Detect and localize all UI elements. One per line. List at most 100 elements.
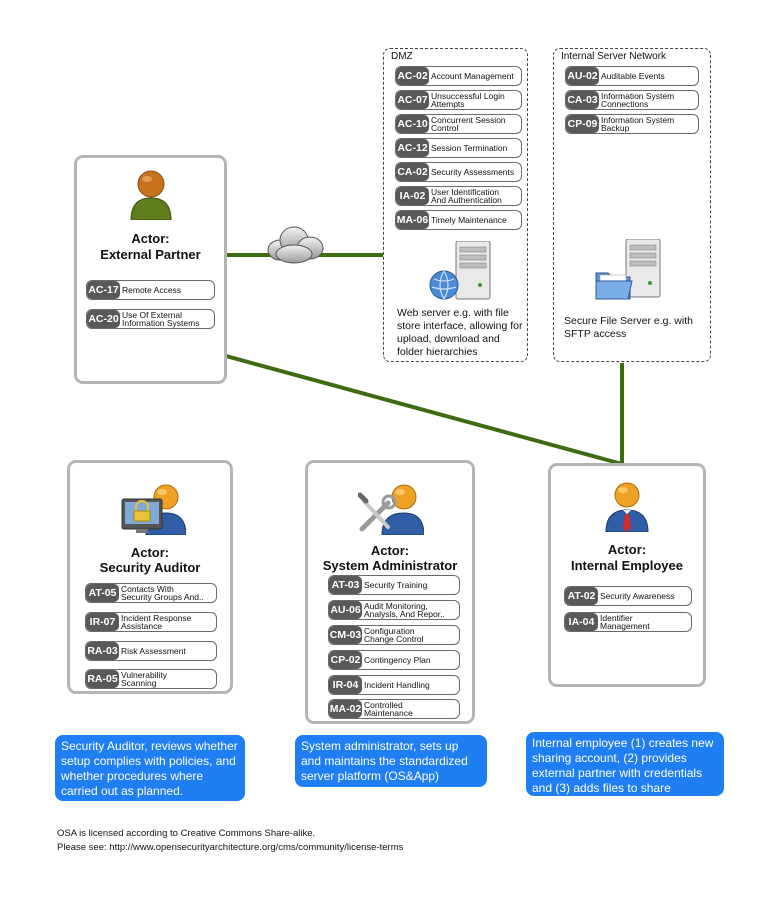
control-cp-09[interactable]: CP-09 Information System Backup	[565, 114, 699, 134]
control-label: Remote Access	[122, 284, 182, 295]
note-system-administrator: System administrator, sets up and mainta…	[295, 735, 487, 787]
control-code: AT-02	[565, 587, 598, 605]
control-code: IA-04	[565, 613, 598, 631]
control-code: AC-02	[396, 67, 429, 85]
control-at-02[interactable]: AT-02 Security Awareness	[564, 586, 692, 606]
cloud-icon	[267, 226, 324, 264]
note-security-auditor: Security Auditor, reviews whether setup …	[55, 735, 245, 801]
person-tools-icon	[358, 484, 424, 535]
actor-security-auditor: Actor: Security Auditor AT-05 Contacts W…	[67, 460, 233, 694]
control-ir-04[interactable]: IR-04 Incident Handling	[328, 675, 460, 695]
control-label: Controlled Maintenance	[364, 699, 413, 718]
control-au-06[interactable]: AU-06 Audit Monitoring, Analysis, And Re…	[328, 600, 460, 620]
control-label: Risk Assessment	[121, 645, 186, 656]
license-line2: Please see: http://www.opensecurityarchi…	[57, 842, 404, 853]
control-ra-05[interactable]: RA-05 Vulnerability Scanning	[85, 669, 217, 689]
control-ia-04[interactable]: IA-04 Identifier Management	[564, 612, 692, 632]
actor-external-partner: Actor: External Partner AC-17 Remote Acc…	[74, 155, 227, 384]
control-code: RA-03	[86, 642, 119, 660]
control-ia-02[interactable]: IA-02 User Identification And Authentica…	[395, 186, 522, 206]
control-code: MA-06	[396, 211, 429, 229]
actor-internal-employee: Actor: Internal Employee AT-02 Security …	[548, 463, 706, 687]
control-ac-20[interactable]: AC-20 Use Of External Information System…	[86, 309, 215, 329]
internal-zone-label: Internal Server Network	[561, 51, 667, 62]
control-label: Incident Response Assistance	[121, 612, 192, 631]
control-code: IR-07	[86, 613, 119, 631]
control-label: Audit Monitoring, Analysis, And Repor..	[364, 600, 445, 619]
control-code: AC-17	[87, 281, 120, 299]
control-code: AC-07	[396, 91, 429, 109]
control-code: RA-05	[86, 670, 119, 688]
control-at-05[interactable]: AT-05 Contacts With Security Groups And.…	[85, 583, 217, 603]
internal-description: Secure File Server e.g. with SFTP access	[564, 315, 693, 340]
dmz-zone-label: DMZ	[391, 51, 413, 62]
control-code: CP-02	[329, 651, 362, 669]
control-label: Security Awareness	[600, 590, 675, 601]
control-ac-07[interactable]: AC-07 Unsuccessful Login Attempts	[395, 90, 522, 110]
control-label: User Identification And Authentication	[431, 186, 502, 205]
control-ac-02[interactable]: AC-02 Account Management	[395, 66, 522, 86]
control-cm-03[interactable]: CM-03 Configuration Change Control	[328, 625, 460, 645]
control-label: Security Training	[364, 579, 428, 590]
actor-title-line2: System Administrator	[322, 558, 458, 573]
control-ma-06[interactable]: MA-06 Timely Maintenance	[395, 210, 522, 230]
control-label: Concurrent Session Control	[431, 114, 506, 133]
control-au-02[interactable]: AU-02 Auditable Events	[565, 66, 699, 86]
control-label: Configuration Change Control	[364, 625, 424, 644]
control-label: Information System Connections	[601, 90, 675, 109]
control-code: CM-03	[329, 626, 362, 644]
control-code: AC-12	[396, 139, 429, 157]
actor-title-line2: External Partner	[100, 247, 201, 262]
control-label: Contingency Plan	[364, 654, 431, 665]
control-label: Use Of External Information Systems	[122, 309, 200, 328]
actor-title-line1: Actor:	[607, 542, 647, 557]
dmz-zone: DMZ AC-02 Account Management AC-07 Unsuc…	[383, 48, 528, 362]
note-internal-employee: Internal employee (1) creates new sharin…	[526, 732, 724, 796]
dmz-description: Web server e.g. with file store interfac…	[397, 307, 523, 358]
control-label: Identifier Management	[600, 612, 650, 631]
actor-title-line1: Actor:	[130, 545, 170, 560]
control-label: Information System Backup	[601, 114, 675, 133]
person-green-icon	[130, 170, 172, 220]
control-code: IA-02	[396, 187, 429, 205]
control-code: AU-06	[329, 601, 362, 619]
actor-title-line2: Internal Employee	[571, 558, 683, 573]
control-ac-12[interactable]: AC-12 Session Termination	[395, 138, 522, 158]
control-ac-10[interactable]: AC-10 Concurrent Session Control	[395, 114, 522, 134]
control-code: AC-10	[396, 115, 429, 133]
control-label: Vulnerability Scanning	[121, 669, 167, 688]
control-code: CA-02	[396, 163, 429, 181]
control-ca-02[interactable]: CA-02 Security Assessments	[395, 162, 522, 182]
file-server-icon	[595, 239, 661, 300]
control-code: AT-03	[329, 576, 362, 594]
actor-title-line2: Security Auditor	[99, 560, 201, 575]
control-label: Account Management	[431, 70, 514, 81]
partner-to-employee-link	[225, 354, 623, 466]
actor-system-administrator: Actor: System Administrator AT-03 Securi…	[305, 460, 475, 724]
control-ac-17[interactable]: AC-17 Remote Access	[86, 280, 215, 300]
control-label: Unsuccessful Login Attempts	[431, 90, 505, 109]
internal-network-zone: Internal Server Network AU-02 Auditable …	[553, 48, 711, 362]
control-code: CP-09	[566, 115, 599, 133]
control-label: Timely Maintenance	[431, 214, 507, 225]
control-label: Session Termination	[431, 142, 508, 153]
control-label: Incident Handling	[364, 679, 430, 690]
actor-title-line1: Actor:	[131, 231, 170, 246]
control-code: CA-03	[566, 91, 599, 109]
control-code: AU-02	[566, 67, 599, 85]
control-ir-07[interactable]: IR-07 Incident Response Assistance	[85, 612, 217, 632]
control-ra-03[interactable]: RA-03 Risk Assessment	[85, 641, 217, 661]
actor-title-line1: Actor:	[370, 543, 410, 558]
control-code: AT-05	[86, 584, 119, 602]
control-code: MA-02	[329, 700, 362, 718]
license-line1: OSA is licensed according to Creative Co…	[57, 828, 316, 839]
control-ca-03[interactable]: CA-03 Information System Connections	[565, 90, 699, 110]
control-cp-02[interactable]: CP-02 Contingency Plan	[328, 650, 460, 670]
person-tie-icon	[605, 482, 649, 532]
control-ma-02[interactable]: MA-02 Controlled Maintenance	[328, 699, 460, 719]
control-code: IR-04	[329, 676, 362, 694]
person-monitor-lock-icon	[121, 484, 186, 535]
control-at-03[interactable]: AT-03 Security Training	[328, 575, 460, 595]
web-server-icon	[429, 241, 491, 300]
control-label: Security Assessments	[431, 166, 515, 177]
